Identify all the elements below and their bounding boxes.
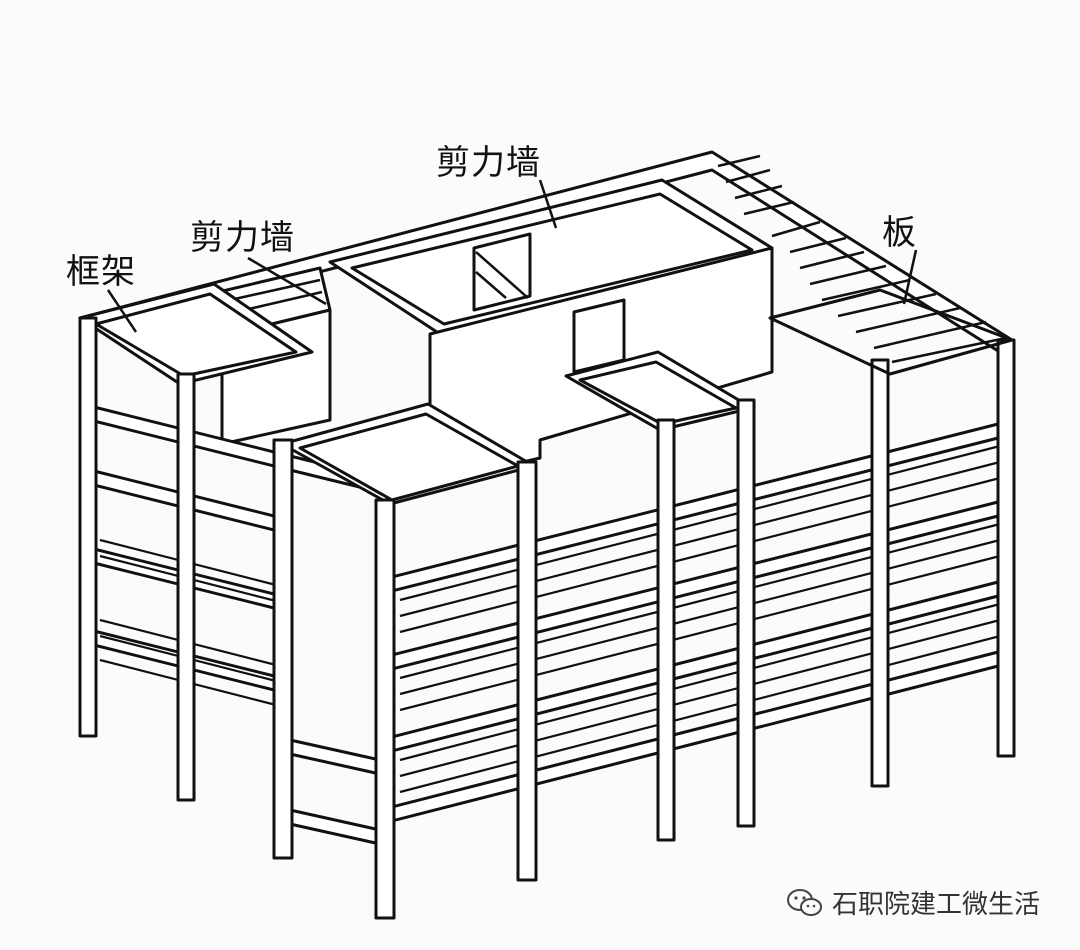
floor-planks	[99, 444, 1001, 794]
right-frame-top	[768, 288, 1014, 376]
watermark: 石职院建工微生活	[786, 884, 1040, 921]
core-wall-inner-face	[472, 232, 532, 312]
label-shear-wall-top: 剪力墙	[436, 143, 541, 183]
floor-beams	[88, 404, 1008, 846]
watermark-text: 石职院建工微生活	[832, 890, 1041, 920]
roof-slab-planks	[717, 154, 1007, 364]
wechat-icon	[787, 888, 822, 916]
core-wall-side-opening	[572, 298, 626, 374]
core-wall-top-opening	[350, 192, 754, 326]
label-frame: 框架	[66, 252, 136, 292]
label-slab: 板	[882, 213, 917, 253]
columns	[78, 316, 1016, 920]
label-shear-wall-left: 剪力墙	[190, 218, 295, 258]
